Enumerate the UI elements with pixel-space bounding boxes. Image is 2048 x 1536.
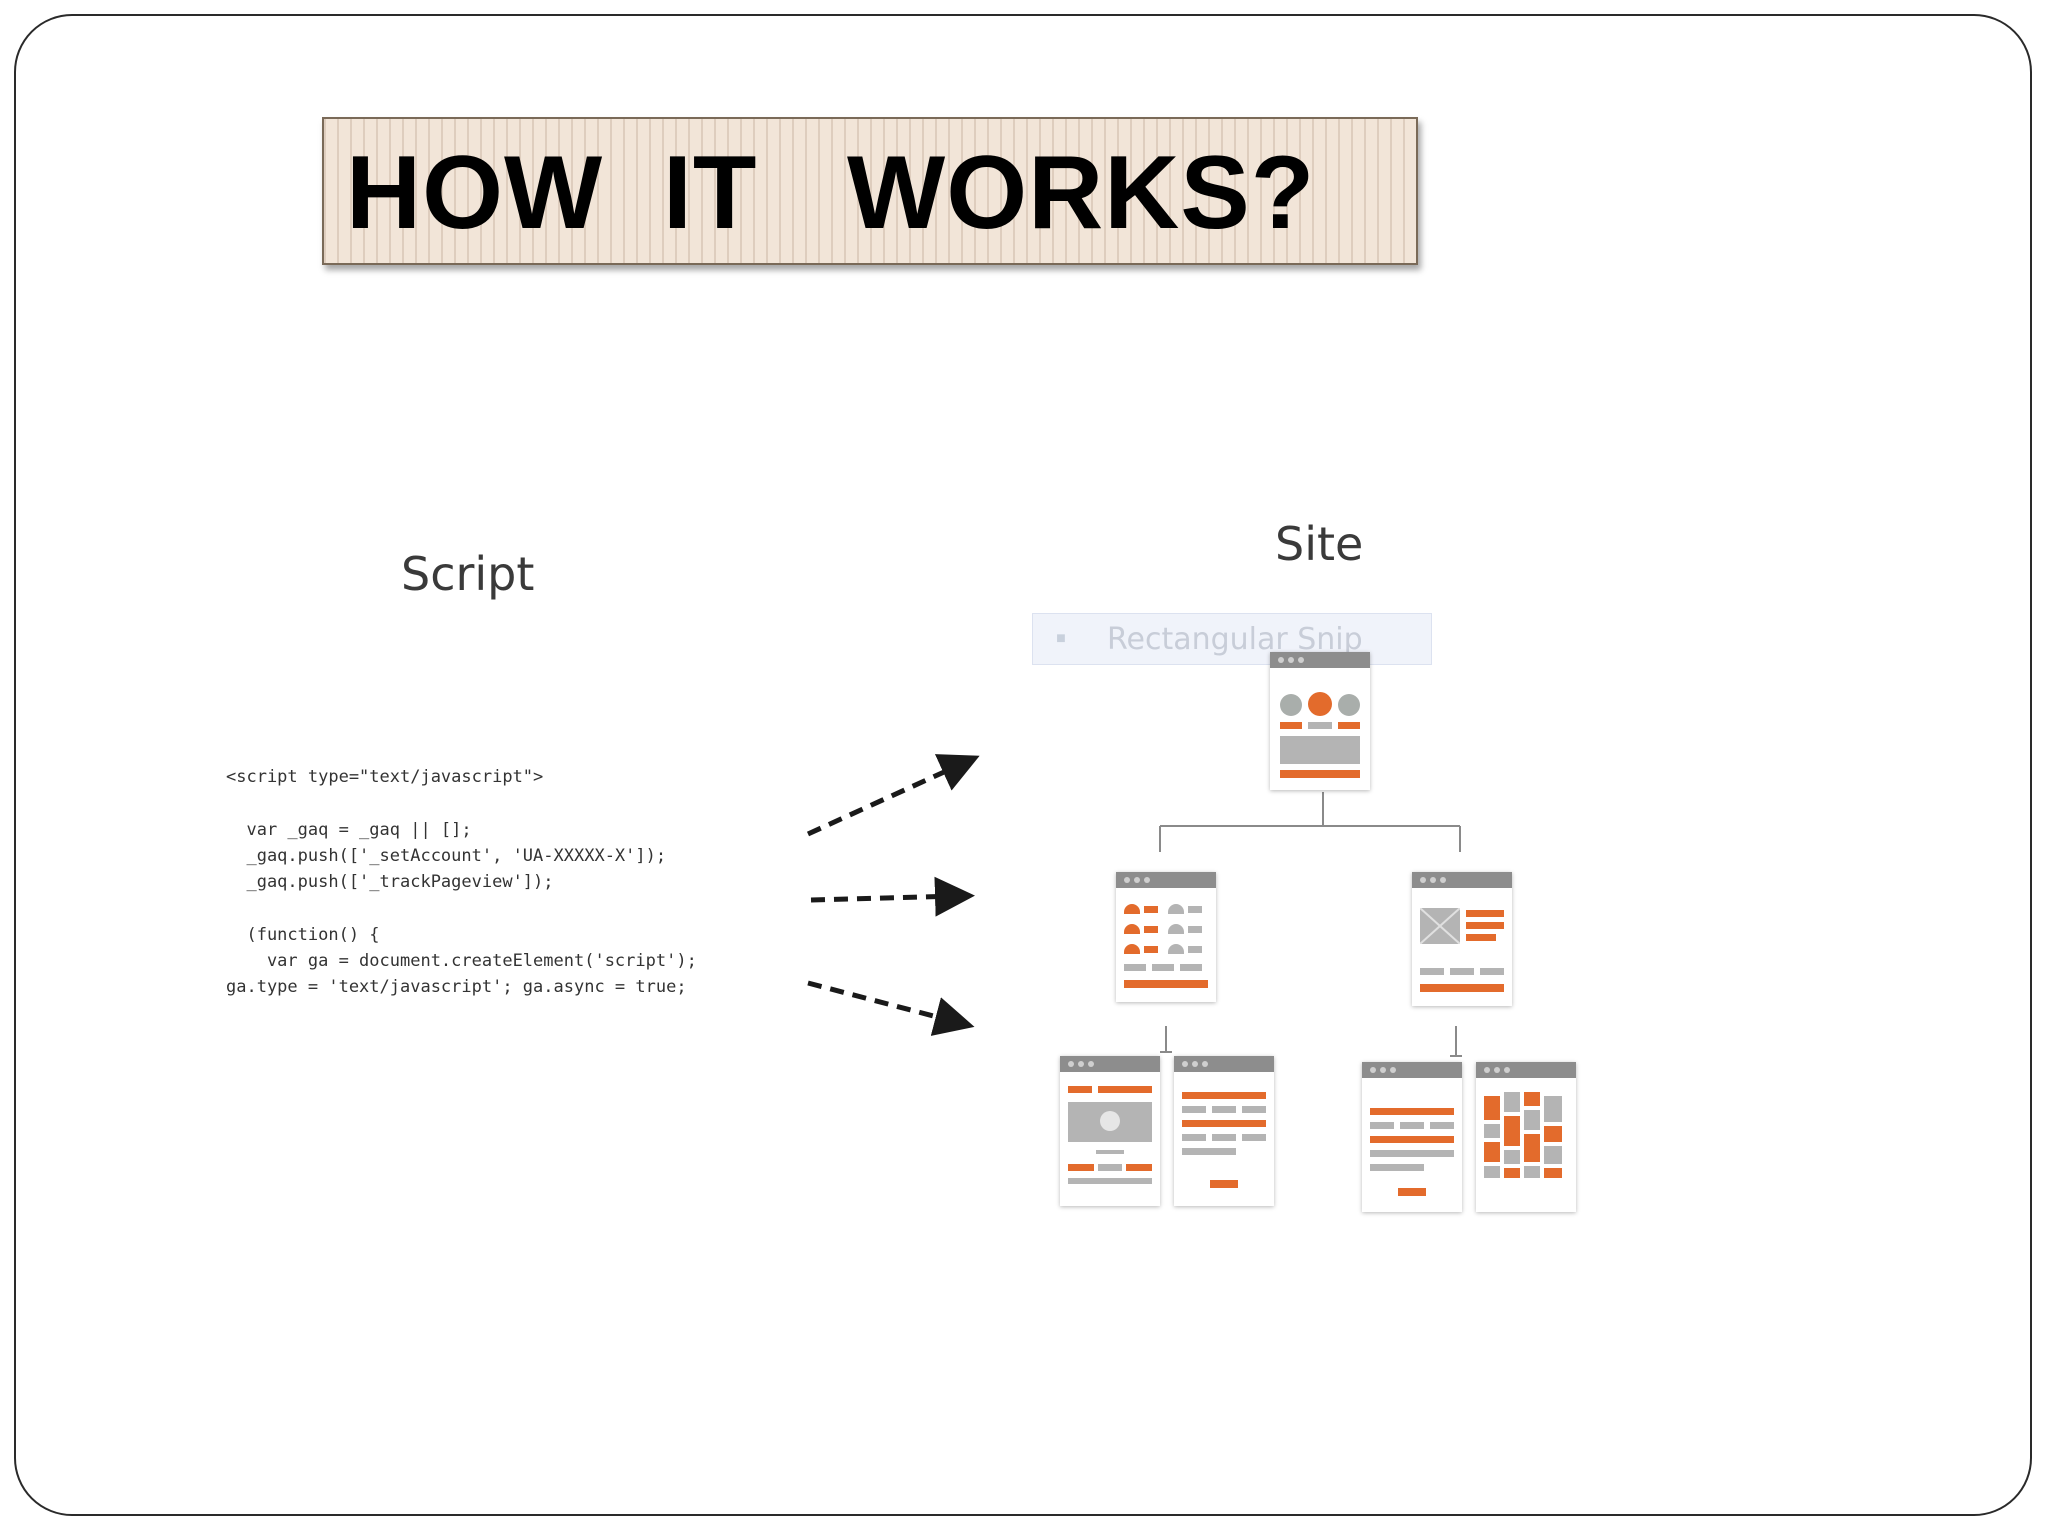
- image-placeholder-icon: [1420, 908, 1460, 944]
- page-header: [1116, 872, 1216, 888]
- page-header: [1060, 1056, 1160, 1072]
- slide-frame: HOW IT WORKS? Script Site <script type="…: [14, 14, 2032, 1516]
- site-label: Site: [1275, 517, 1364, 571]
- site-page-team: [1116, 872, 1216, 1002]
- title-banner: HOW IT WORKS?: [322, 117, 1418, 265]
- slide-title: HOW IT WORKS?: [346, 135, 1316, 251]
- site-page-gallery: [1060, 1056, 1160, 1206]
- arrows-diagram: [806, 754, 1462, 1057]
- page-header: [1270, 652, 1370, 668]
- page-header: [1476, 1062, 1576, 1078]
- code-snippet: <script type="text/javascript"> var _gaq…: [226, 767, 697, 998]
- site-page-services: [1362, 1062, 1462, 1212]
- arrow-up: [806, 754, 980, 837]
- script-label: Script: [401, 547, 535, 601]
- page-header: [1412, 872, 1512, 888]
- site-tree-connectors: [1159, 792, 1462, 1057]
- snip-overlay: ■ Rectangular Snip: [1032, 613, 1432, 665]
- scissors-icon: ■: [1056, 630, 1066, 647]
- site-page-blog: [1174, 1056, 1274, 1206]
- arrow-down: [807, 980, 975, 1036]
- snip-overlay-text: Rectangular Snip: [1107, 622, 1363, 657]
- arrow-right: [810, 876, 975, 917]
- site-page-home: [1270, 652, 1370, 790]
- page-header: [1362, 1062, 1462, 1078]
- page-header: [1174, 1056, 1274, 1072]
- site-page-portfolio: [1476, 1062, 1576, 1212]
- site-page-about: [1412, 872, 1512, 1006]
